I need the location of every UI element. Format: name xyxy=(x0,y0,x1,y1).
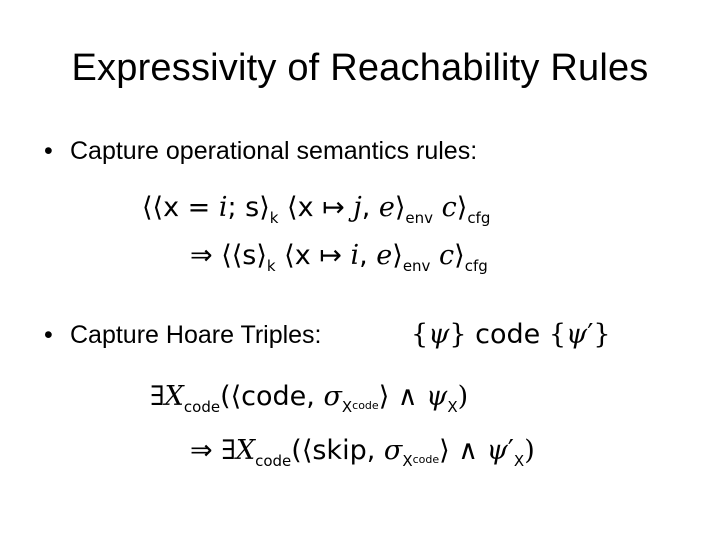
bullet-operational-semantics: • Capture operational semantics rules: xyxy=(44,134,477,168)
reachability-formula-lhs: ∃Xcode(⟨code, σXcode⟩ ∧ ψX) xyxy=(150,381,469,416)
slide-title: Expressivity of Reachability Rules xyxy=(71,47,649,89)
rule-formula-rhs: ⇒ ⟨⟨s⟩k ⟨x ↦ i, e⟩env c⟩cfg xyxy=(190,240,488,275)
bullet-text: Capture operational semantics rules: xyxy=(70,137,478,165)
bullet-marker: • xyxy=(44,137,53,165)
bullet-hoare-triples: • Capture Hoare Triples: xyxy=(44,318,322,352)
hoare-triple-formula: {ψ} code {ψ′} xyxy=(411,319,611,350)
rule-formula-lhs: ⟨⟨x = i; s⟩k ⟨x ↦ j, e⟩env c⟩cfg xyxy=(142,192,491,227)
reachability-formula-rhs: ⇒ ∃Xcode(⟨skip, σXcode⟩ ∧ ψ′X) xyxy=(190,435,535,470)
bullet-marker: • xyxy=(44,321,53,349)
bullet-text: Capture Hoare Triples: xyxy=(70,321,322,349)
